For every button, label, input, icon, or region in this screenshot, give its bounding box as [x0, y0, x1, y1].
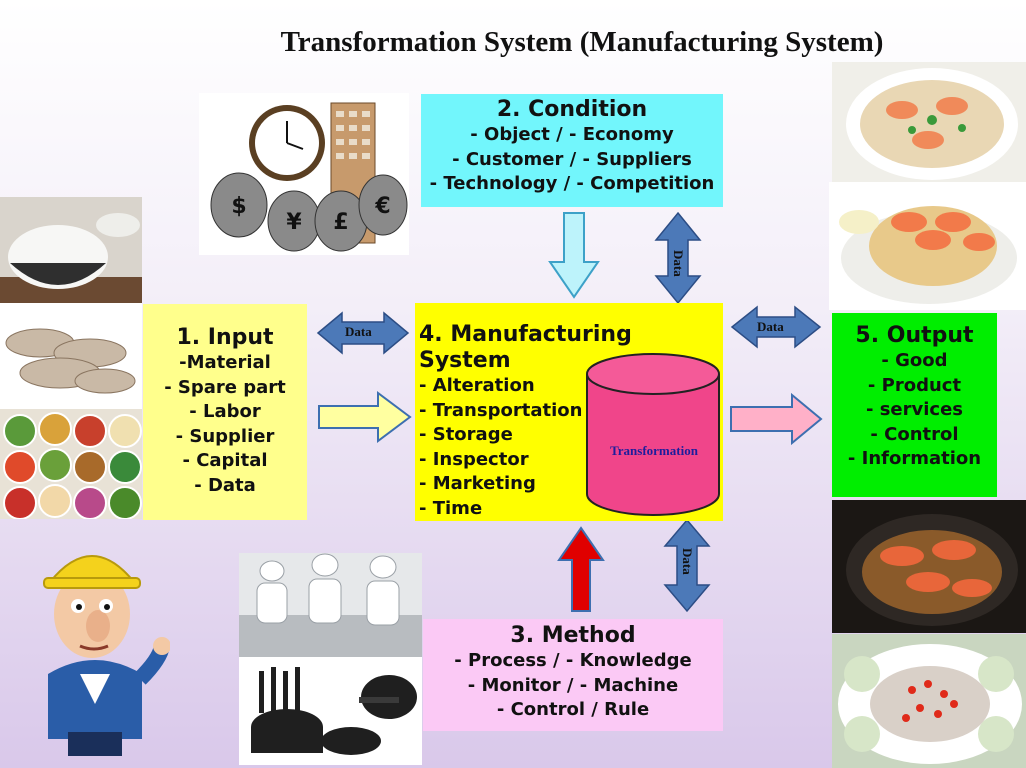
- spice-bowls-image: [0, 409, 142, 519]
- input-flow-arrow: [318, 391, 412, 443]
- manufacturing-line: - Alteration: [419, 375, 535, 396]
- spicy-shrimp-salad-image: [832, 634, 1026, 768]
- input-line: -Material: [179, 352, 271, 373]
- input-line: - Labor: [189, 401, 261, 422]
- condition-line: - Object / - Economy: [470, 124, 674, 145]
- output-line: - Control: [870, 423, 959, 445]
- condition-line: - Technology / - Competition: [429, 173, 715, 194]
- input-box: 1. Input -Material - Spare part - Labor …: [143, 304, 307, 520]
- svg-text:¥: ¥: [286, 210, 302, 235]
- data-label-top: Data: [671, 250, 686, 277]
- data-label-right: Data: [757, 319, 784, 334]
- output-flow-arrow: [730, 392, 823, 446]
- method-flow-arrow: [557, 526, 605, 612]
- input-line: - Supplier: [175, 425, 275, 447]
- data-label-left: Data: [345, 324, 372, 339]
- input-heading: 1. Input: [176, 325, 274, 350]
- transformation-cylinder: [586, 353, 720, 516]
- condition-heading: 2. Condition: [496, 97, 648, 122]
- method-line: - Control / Rule: [496, 699, 650, 720]
- data-arrow-bottom: [663, 518, 711, 613]
- baked-shrimp-pot-image: [832, 500, 1026, 633]
- svg-text:$: $: [231, 194, 246, 219]
- cylinder-label: Transformation: [610, 443, 698, 458]
- money-clock-image: $ ¥ £ €: [199, 93, 409, 255]
- input-line: - Data: [194, 474, 256, 496]
- cookware-set-image: [239, 657, 422, 765]
- method-line: - Process / - Knowledge: [454, 650, 692, 671]
- chefs-kitchen-image: [239, 553, 422, 657]
- svg-text:€: €: [374, 194, 390, 219]
- output-box: 5. Output - Good - Product - services - …: [832, 313, 997, 497]
- manufacturing-line: - Transportation: [419, 399, 583, 421]
- input-line: - Capital: [182, 450, 268, 471]
- data-arrow-left: [316, 311, 410, 355]
- svg-text:£: £: [333, 210, 348, 235]
- output-line: - Product: [867, 374, 962, 396]
- condition-flow-arrow: [548, 212, 600, 299]
- shrimp-soup-image: [832, 62, 1026, 182]
- condition-line: - Customer / - Suppliers: [452, 148, 692, 170]
- page-title: Transformation System (Manufacturing Sys…: [280, 26, 884, 58]
- method-heading: 3. Method: [510, 623, 636, 648]
- data-arrow-right: [730, 305, 822, 349]
- engineer-cartoon-image: [43, 555, 170, 756]
- manufacturing-line: - Marketing: [419, 473, 536, 494]
- rice-bowl-image: [0, 197, 142, 303]
- raw-shrimp-image: [0, 303, 142, 409]
- output-line: - Good: [881, 350, 948, 371]
- manufacturing-line: - Time: [419, 497, 483, 519]
- method-line: - Monitor / - Machine: [467, 674, 679, 696]
- manufacturing-line: - Storage: [419, 424, 513, 445]
- data-label-bottom: Data: [680, 548, 695, 575]
- condition-box: 2. Condition - Object / - Economy - Cust…: [421, 94, 723, 207]
- output-line: - Information: [847, 448, 982, 469]
- output-heading: 5. Output: [855, 323, 974, 348]
- method-box: 3. Method - Process / - Knowledge - Moni…: [423, 619, 723, 731]
- input-line: - Spare part: [164, 376, 286, 398]
- output-line: - services: [865, 399, 964, 420]
- manufacturing-heading: 4. Manufacturing System: [419, 322, 632, 373]
- manufacturing-line: - Inspector: [419, 448, 529, 470]
- shrimp-fried-rice-image: [829, 182, 1026, 310]
